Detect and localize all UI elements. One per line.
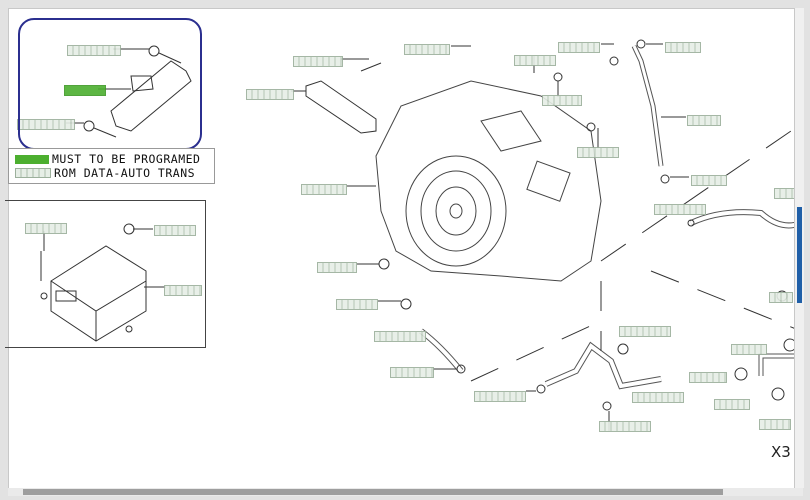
ecm-module-drawing: [83, 45, 192, 138]
legend-item-must-program: MUST TO BE PROGRAMED: [15, 152, 200, 166]
control-unit-drawing: [40, 223, 147, 342]
part-label[interactable]: [246, 89, 294, 100]
guide-lines: [470, 130, 794, 382]
parts-diagram: [40, 39, 794, 431]
part-label[interactable]: [293, 56, 343, 67]
legend-swatch-white: [15, 168, 51, 178]
bracket-drawing: [305, 80, 377, 134]
part-label[interactable]: [374, 331, 426, 342]
part-label[interactable]: [687, 115, 721, 126]
hose-left-inner: [419, 329, 463, 373]
part-label[interactable]: [774, 188, 794, 199]
dipstick-tube-drawing: [631, 44, 664, 167]
part-label[interactable]: [474, 391, 526, 402]
part-label[interactable]: [17, 119, 75, 130]
diagram-viewer: X3: [8, 8, 795, 490]
part-label[interactable]: [665, 42, 701, 53]
legend: MUST TO BE PROGRAMED ROM DATA-AUTO TRANS: [8, 148, 215, 184]
cooler-pipe-drawing: [758, 353, 794, 376]
part-label[interactable]: [154, 225, 196, 236]
part-label[interactable]: [558, 42, 600, 53]
part-label[interactable]: [769, 292, 793, 303]
horizontal-scrollbar-thumb[interactable]: [23, 489, 723, 495]
part-label[interactable]: [67, 45, 121, 56]
part-label[interactable]: [577, 147, 619, 158]
part-label[interactable]: [25, 223, 67, 234]
part-label[interactable]: [619, 326, 671, 337]
part-label[interactable]: [390, 367, 434, 378]
transmission-drawing: [375, 80, 602, 282]
part-label[interactable]: [759, 419, 791, 430]
part-label[interactable]: [689, 372, 727, 383]
part-label-highlighted[interactable]: [64, 85, 106, 96]
part-label[interactable]: [404, 44, 450, 55]
part-label[interactable]: [164, 285, 202, 296]
part-label[interactable]: [632, 392, 684, 403]
legend-item-rom-data: ROM DATA-AUTO TRANS: [15, 166, 195, 180]
part-label[interactable]: [731, 344, 767, 355]
vertical-scrollbar-thumb[interactable]: [797, 207, 802, 303]
leader-lines: [43, 43, 689, 431]
legend-label: MUST TO BE PROGRAMED: [52, 152, 201, 166]
control-unit-frame: [5, 200, 206, 348]
part-label[interactable]: [714, 399, 750, 410]
part-label[interactable]: [542, 95, 582, 106]
legend-swatch-green: [15, 154, 49, 164]
view-marker: X3: [771, 443, 791, 461]
part-label[interactable]: [599, 421, 651, 432]
part-label[interactable]: [691, 175, 727, 186]
part-label[interactable]: [514, 55, 556, 66]
ecm-highlight-frame: [18, 18, 202, 150]
part-label[interactable]: [654, 204, 706, 215]
part-label[interactable]: [317, 262, 357, 273]
legend-label: ROM DATA-AUTO TRANS: [54, 166, 196, 180]
part-label[interactable]: [336, 299, 378, 310]
part-label[interactable]: [301, 184, 347, 195]
